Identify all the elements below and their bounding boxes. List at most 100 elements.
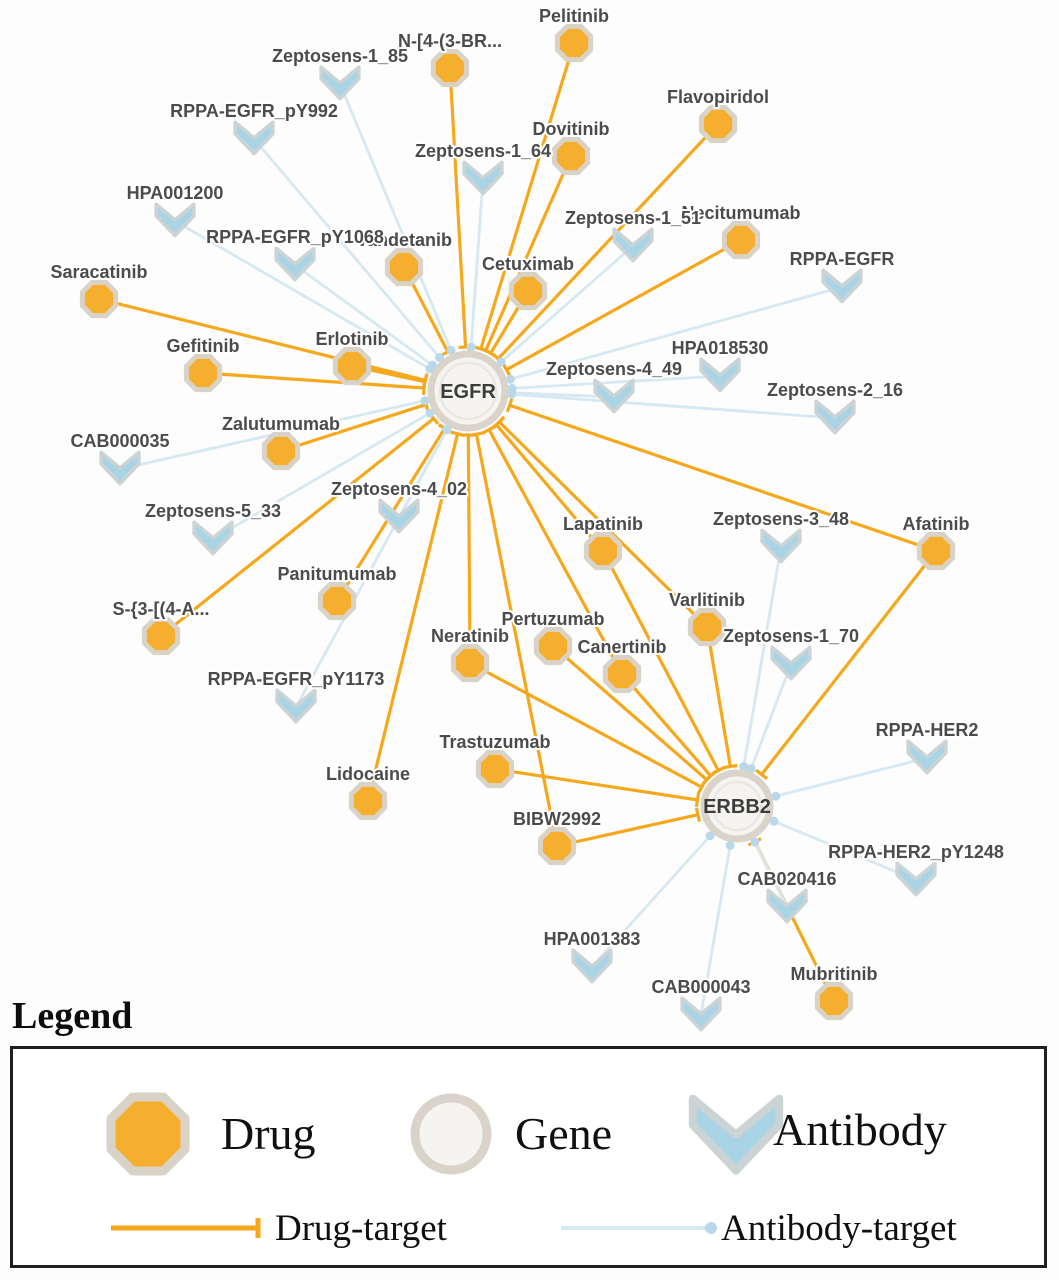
legend-drug-label: Drug (221, 1108, 316, 1159)
node-label: Zeptosens-1_51 (565, 208, 701, 228)
drug-target-edge (484, 155, 573, 352)
edge-dot (442, 425, 452, 435)
drug-octagon-icon (106, 1092, 190, 1176)
antibody-target-edge (469, 178, 485, 348)
antibody-target-edge (511, 374, 721, 390)
antibody-node (99, 450, 141, 486)
edge-dot (725, 840, 735, 850)
antibody-chevron-shape (688, 1094, 784, 1175)
drug-target-edge (705, 626, 732, 767)
gene-node-inner-ring (438, 361, 498, 421)
drug-node (721, 220, 761, 260)
antibody-node (821, 268, 863, 304)
antibody-target-edge (500, 244, 634, 364)
antibody-node (680, 996, 722, 1032)
antibody-target-edge (212, 411, 431, 541)
antibody-node (593, 378, 635, 414)
edge-tee (697, 780, 707, 795)
edge-dot (505, 374, 515, 384)
drug-node (602, 654, 642, 694)
antibody-node (275, 688, 317, 724)
drug-node (554, 23, 594, 63)
node-label: Zeptosens-4_49 (546, 359, 682, 379)
antibody-target-edge (294, 263, 434, 367)
node-label: Zeptosens-1_85 (272, 46, 408, 66)
antibody-target-edge (699, 845, 732, 1016)
node-label: Lapatinib (563, 514, 643, 534)
node-label: RPPA-EGFR_pY992 (170, 101, 338, 121)
node-label: Zeptosens-3_48 (713, 509, 849, 529)
antibody-node (154, 202, 196, 238)
drug-target-edge (479, 42, 576, 350)
drug-target-edge (495, 423, 605, 553)
drug-target-edge (498, 420, 709, 629)
edge-layer (98, 42, 938, 1016)
node-label: Pelitinib (539, 6, 609, 26)
edge-tee (704, 770, 718, 782)
legend-drug-target-label: Drug-target (275, 1208, 447, 1249)
antibody-node (233, 120, 275, 156)
edge-tee (450, 430, 465, 437)
antibody-node (274, 246, 316, 282)
drug-node (537, 826, 577, 866)
drug-target-edge (496, 122, 720, 360)
edge-dot (435, 352, 445, 362)
edge-dot (496, 357, 506, 367)
node-label: Zeptosens-1_70 (723, 626, 859, 646)
drug-target-edge (469, 661, 703, 789)
edge-tee (421, 374, 429, 389)
drug-target-edge (760, 550, 938, 776)
drug-node (814, 981, 854, 1021)
antibody-node (906, 739, 948, 775)
node-label: Zeptosens-5_33 (145, 501, 281, 521)
node-label: CAB000035 (70, 431, 169, 451)
node-label: Dovitinib (533, 119, 610, 139)
drug-target-edge (556, 813, 699, 848)
node-label: Zeptosens-4_02 (331, 479, 467, 499)
node-label: Saracatinib (50, 262, 147, 282)
drug-target-edge (466, 434, 472, 664)
node-label: Gefitinib (167, 336, 240, 356)
antibody-target-edge-dot (705, 1222, 717, 1234)
drug-node (384, 247, 424, 287)
antibody-node (462, 160, 504, 196)
drug-target-edge (509, 403, 937, 553)
node-label: Vandetanib (356, 230, 452, 250)
node-label: Varlitinib (669, 590, 745, 610)
node-label: HPA001383 (544, 929, 641, 949)
node-label: Afatinib (903, 514, 970, 534)
edge-tee (482, 424, 496, 435)
antibody-node (814, 399, 856, 435)
drug-target-edge (620, 672, 712, 777)
drug-node (583, 531, 623, 571)
antibody-target-edge (174, 219, 431, 371)
node-label: EGFR (440, 381, 496, 403)
drug-node (533, 626, 573, 666)
node-label: Trastuzumab (439, 732, 550, 752)
drug-target-edge (494, 767, 698, 802)
node-label: Mubritinib (791, 964, 878, 984)
node-label: Lidocaine (326, 764, 410, 784)
antibody-target-edge (338, 83, 453, 351)
antibody-target-edge (742, 546, 783, 767)
node-label: CAB020416 (737, 869, 836, 889)
antibody-target-edge (510, 285, 843, 381)
gene-circle-icon (410, 1093, 492, 1175)
node-label: Zalutumumab (222, 414, 340, 434)
antibody-target-edge (749, 663, 793, 770)
antibody-target-edge (511, 392, 836, 420)
node-label: ERBB2 (703, 796, 771, 818)
node-label: N-[4-(3-BR... (398, 31, 502, 51)
node-label: RPPA-EGFR_pY1173 (208, 669, 385, 689)
node-label: Flavopiridol (667, 87, 769, 107)
edge-dot (746, 764, 756, 774)
edge-tee (483, 348, 498, 359)
node-label: Pertuzumab (501, 609, 604, 629)
antibody-target-edge (252, 138, 441, 359)
node-label: RPPA-HER2 (876, 720, 979, 740)
drug-node (332, 346, 372, 386)
drug-target-edge (487, 428, 624, 675)
drug-target-edge-icon (111, 1218, 261, 1238)
drug-target-edge (551, 644, 708, 781)
